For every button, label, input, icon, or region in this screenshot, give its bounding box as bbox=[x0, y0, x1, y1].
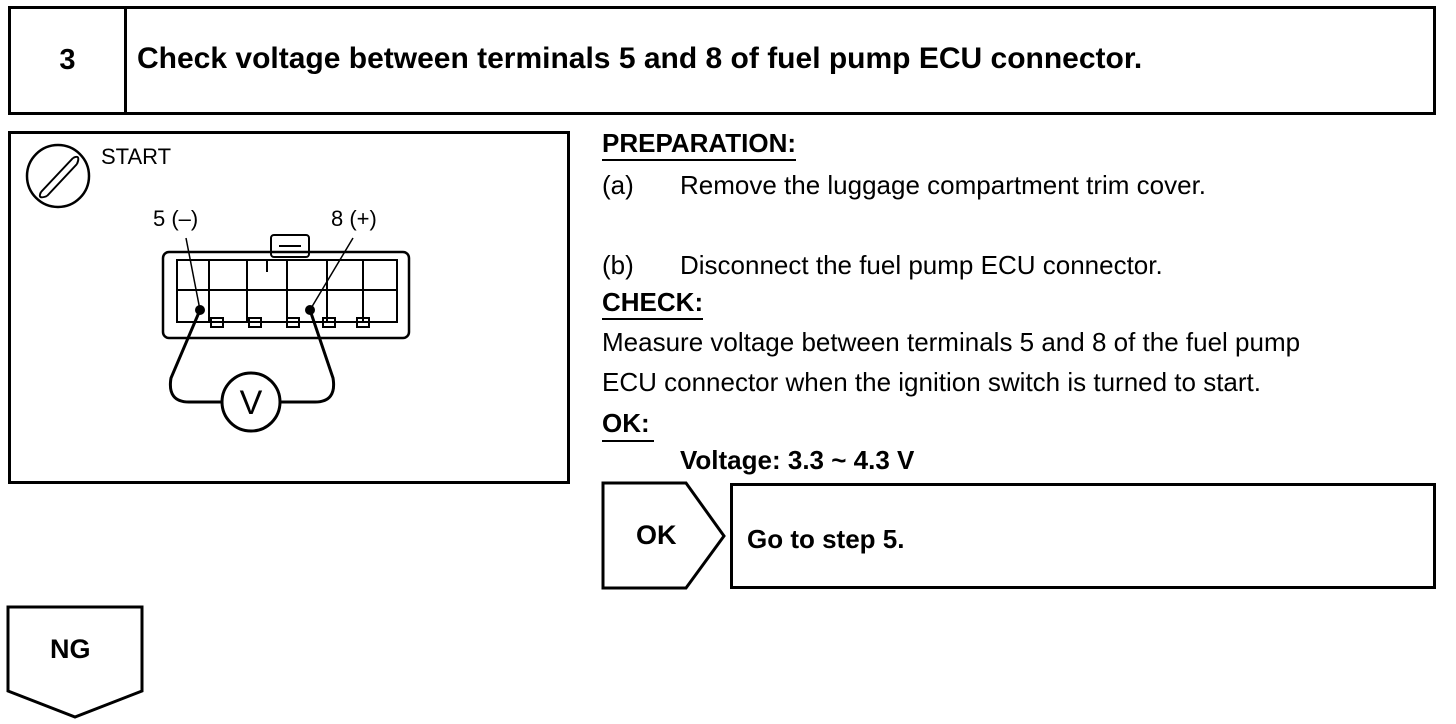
ok-result-box: Go to step 5. bbox=[730, 483, 1436, 589]
voltmeter-label: V bbox=[240, 384, 263, 422]
ignition-start-label: START bbox=[101, 144, 171, 169]
voltmeter-icon: V bbox=[220, 371, 282, 433]
terminal-5-label: 5 (–) bbox=[153, 206, 198, 231]
prep-step-a-text: Remove the luggage compartment trim cove… bbox=[680, 170, 1207, 200]
prep-step-b-letter: (b) bbox=[602, 250, 634, 280]
ok-result-text: Go to step 5. bbox=[747, 524, 905, 554]
check-text-line-2: ECU connector when the ignition switch i… bbox=[602, 367, 1261, 397]
prep-step-b-text: Disconnect the fuel pump ECU connector. bbox=[680, 250, 1163, 280]
connector-icon bbox=[161, 234, 411, 340]
ignition-key-icon bbox=[25, 143, 91, 209]
terminal-8-label: 8 (+) bbox=[331, 206, 377, 231]
wiring-illustration: START 5 (–) 8 (+) bbox=[8, 131, 570, 484]
preparation-heading: PREPARATION: bbox=[602, 128, 797, 161]
connector-diagram: START 5 (–) 8 (+) bbox=[25, 143, 411, 433]
ok-flow-label: OK bbox=[636, 520, 677, 550]
ok-arrow-icon bbox=[601, 481, 726, 590]
ok-spec-value: Voltage: 3.3 ~ 4.3 V bbox=[680, 445, 915, 475]
ok-heading-underline bbox=[602, 440, 654, 442]
prep-step-a-letter: (a) bbox=[602, 170, 634, 200]
ng-flow-label: NG bbox=[50, 634, 91, 664]
step-header: 3 Check voltage between terminals 5 and … bbox=[8, 6, 1436, 115]
step-number: 3 bbox=[11, 9, 127, 112]
check-heading: CHECK: bbox=[602, 287, 704, 320]
step-title: Check voltage between terminals 5 and 8 … bbox=[137, 42, 1143, 75]
ok-spec-heading: OK: bbox=[602, 408, 650, 438]
ng-arrow-icon bbox=[6, 605, 144, 719]
check-text-line-1: Measure voltage between terminals 5 and … bbox=[602, 327, 1301, 357]
